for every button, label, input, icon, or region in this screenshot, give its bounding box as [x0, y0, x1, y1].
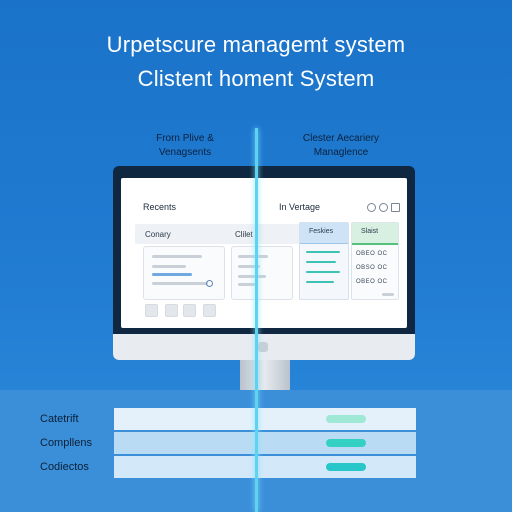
split-divider — [255, 128, 258, 512]
status-row: OBEO OC — [356, 251, 388, 257]
text-line — [152, 265, 186, 268]
data-line — [306, 271, 340, 273]
monitor-stand — [240, 360, 290, 392]
data-line — [306, 281, 334, 283]
table-row[interactable] — [114, 456, 416, 478]
right-heading-line-1: Clester Aecariery — [302, 133, 380, 144]
text-line — [238, 255, 268, 258]
text-line — [238, 283, 258, 286]
features-panel — [299, 222, 349, 300]
thumbnail-box[interactable] — [165, 304, 178, 317]
monitor-screen: Recents In Vertage Conary Clilet — [121, 178, 407, 328]
status-row: OBEO OC — [356, 279, 388, 285]
search-icon[interactable] — [367, 203, 376, 212]
vertage-title: In Vertage — [279, 202, 321, 212]
tab-category[interactable]: Conary — [145, 230, 171, 239]
text-line — [238, 265, 260, 268]
status-header-label: Slaist — [361, 228, 379, 235]
text-line — [152, 282, 208, 285]
monitor-logo-icon — [258, 342, 268, 352]
text-line — [152, 255, 202, 258]
status-panel-header — [352, 223, 398, 245]
row-label: Codiectos — [40, 461, 89, 473]
row-status-bar — [326, 415, 366, 423]
right-heading-line-2: Managlence — [313, 147, 369, 158]
left-heading-line-1: Frorn Plive & — [156, 133, 214, 144]
category-card[interactable] — [143, 246, 225, 300]
status-ring-icon — [206, 280, 213, 287]
row-label: Catetrift — [40, 413, 79, 425]
table-row[interactable] — [114, 432, 416, 454]
thumbnail-box[interactable] — [203, 304, 216, 317]
left-heading-line-2: Venagsents — [158, 147, 212, 158]
tab-bar — [135, 224, 307, 244]
row-status-bar — [326, 439, 366, 447]
thumbnail-box[interactable] — [183, 304, 196, 317]
progress-line — [152, 273, 192, 276]
page-subtitle: Clistent homent System — [137, 66, 375, 91]
thumbnail-box[interactable] — [145, 304, 158, 317]
data-line — [306, 261, 336, 263]
features-header-label: Feskies — [309, 228, 334, 235]
right-column-heading: Clester Aecariery Managlence — [286, 132, 396, 160]
data-line — [306, 251, 340, 253]
features-panel-header — [300, 223, 348, 244]
row-label: Compllens — [40, 437, 92, 449]
monitor-chin — [113, 334, 415, 360]
table-row[interactable] — [114, 408, 416, 430]
status-panel: OBEO OC OBSO OC OBEO OC — [351, 222, 399, 300]
text-line — [382, 293, 394, 296]
settings-icon[interactable] — [379, 203, 388, 212]
row-status-bar — [326, 463, 366, 471]
left-column-heading: Frorn Plive & Venagsents — [140, 132, 230, 160]
page-title: Urpetscure managemt system — [106, 32, 406, 57]
text-line — [238, 275, 266, 278]
monitor: Recents In Vertage Conary Clilet — [113, 166, 415, 360]
window-icon[interactable] — [391, 203, 400, 212]
status-row: OBSO OC — [356, 265, 388, 271]
client-card[interactable] — [231, 246, 293, 300]
recents-title: Recents — [143, 202, 177, 212]
tab-client[interactable]: Clilet — [235, 230, 253, 239]
